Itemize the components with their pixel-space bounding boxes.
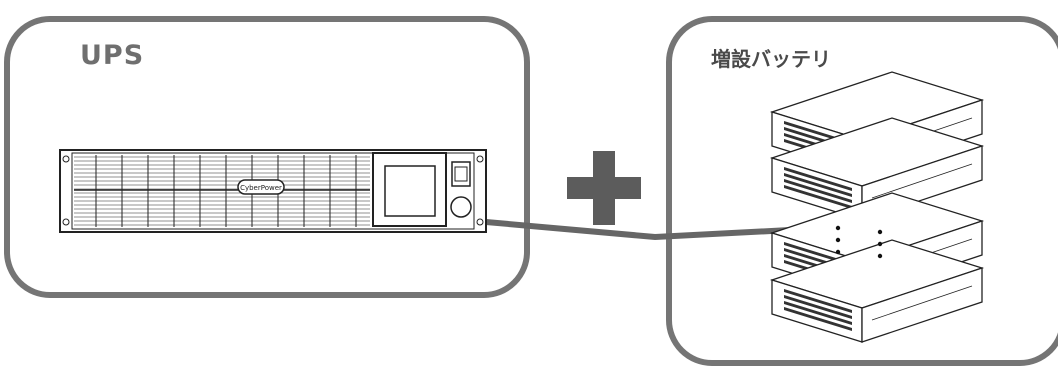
cable-line bbox=[483, 219, 793, 241]
ups-label: UPS bbox=[80, 40, 145, 71]
ups-device bbox=[59, 149, 487, 233]
battery-label: 増設バッテリ bbox=[711, 47, 831, 71]
ups-grille bbox=[74, 155, 370, 227]
ups-brand-text: CyberPower bbox=[240, 184, 282, 192]
battery-stack bbox=[769, 71, 985, 343]
ellipsis-dots bbox=[835, 225, 883, 259]
diagram-canvas: CyberPower bbox=[59, 71, 985, 343]
plus-icon bbox=[567, 151, 641, 225]
battery-unit bbox=[769, 239, 985, 343]
